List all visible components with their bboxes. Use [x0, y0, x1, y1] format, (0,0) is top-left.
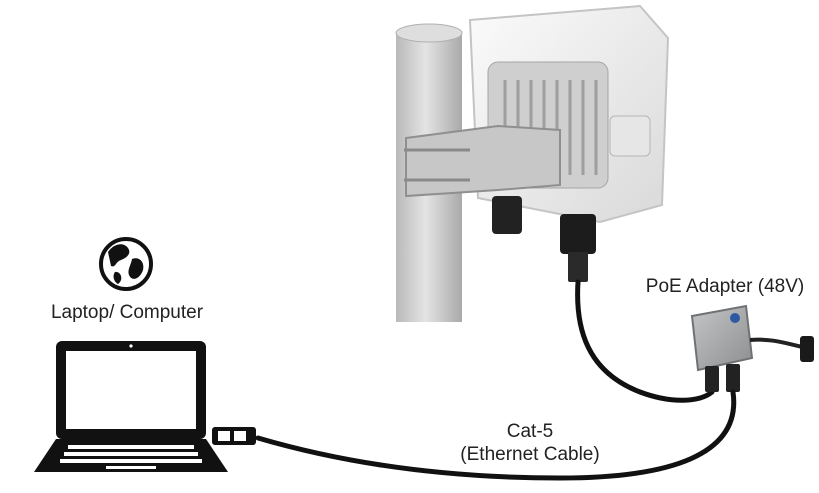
poe-adapter-label: PoE Adapter (48V) [645, 276, 805, 297]
laptop-label: Laptop/ Computer [50, 302, 204, 323]
outdoor-access-point [404, 4, 670, 282]
ethernet-plug [212, 427, 256, 445]
laptop-icon [34, 341, 228, 472]
cable-description-label: (Ethernet Cable) [460, 444, 600, 465]
ap-to-poe-cable [575, 279, 715, 403]
poe-adapter [690, 304, 814, 392]
poe-to-laptop-cable [255, 389, 737, 481]
globe-icon [99, 237, 153, 291]
cable-name-label: Cat-5 [506, 421, 554, 442]
